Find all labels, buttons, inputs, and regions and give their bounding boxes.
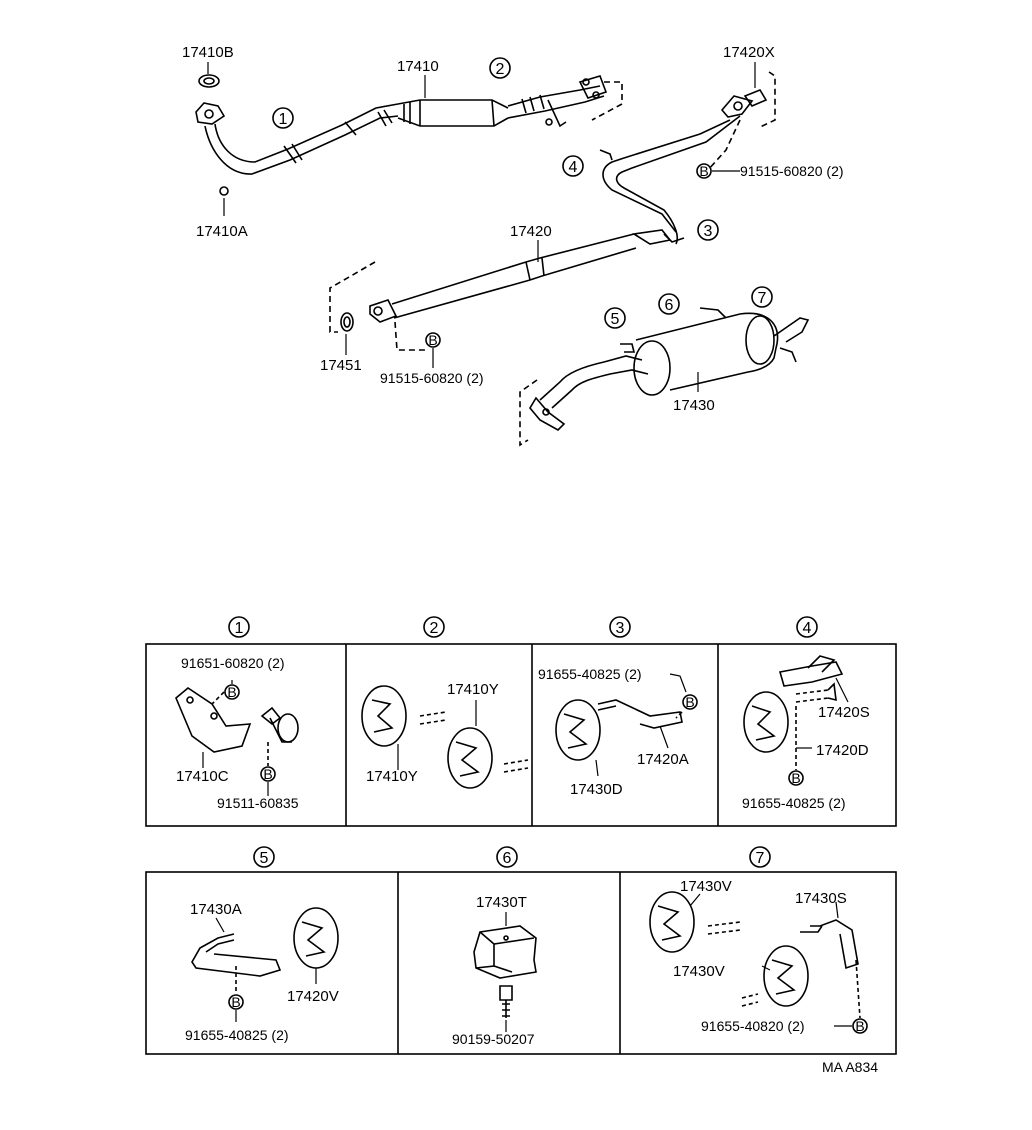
detail-number: 3 xyxy=(616,620,625,637)
detail-7-label-17430V-mid: 17430V xyxy=(673,963,725,980)
detail-header-5: 5 xyxy=(253,846,275,868)
part-label-17410B: 17410B xyxy=(182,44,234,61)
detail-1-bracket-drawing: B B xyxy=(175,680,299,796)
part-label-17451: 17451 xyxy=(320,357,362,374)
detail-6-label-90159: 90159-50207 xyxy=(452,1031,535,1047)
bolt-marker-letter: B xyxy=(685,694,694,710)
detail-header-4: 4 xyxy=(796,616,818,638)
front-pipe-drawing xyxy=(195,74,608,196)
callout-number: 7 xyxy=(758,290,767,307)
part-label-17420: 17420 xyxy=(510,223,552,240)
detail-2-label-17410Y-top: 17410Y xyxy=(447,681,499,698)
part-label-17410: 17410 xyxy=(397,58,439,75)
detail-row-2: 5 6 7 B 17430A 17420V 91655-40825 (2) xyxy=(145,846,897,1055)
detail-1-label-91511: 91511-60835 xyxy=(217,795,299,811)
bolt-marker-letter: B xyxy=(231,994,240,1010)
detail-number: 2 xyxy=(430,620,439,637)
detail-7-hanger-drawing: B xyxy=(649,891,868,1034)
detail-number: 6 xyxy=(503,850,512,867)
connector-dashes-top xyxy=(591,81,623,121)
part-label-17420X: 17420X xyxy=(723,44,775,61)
detail-row-1: 1 2 3 4 B B 91651-60820 (2) 17410C 91511… xyxy=(145,616,897,827)
detail-7-label-17430V-top: 17430V xyxy=(680,878,732,895)
callout-number: 2 xyxy=(496,61,505,78)
callout-number: 1 xyxy=(279,111,288,128)
detail-4-label-17420S: 17420S xyxy=(818,704,870,721)
detail-number: 4 xyxy=(803,620,812,637)
detail-3-label-91655: 91655-40825 (2) xyxy=(538,666,642,682)
part-label-17410A: 17410A xyxy=(196,223,248,240)
detail-number: 7 xyxy=(756,850,765,867)
connector-dashes-right xyxy=(329,71,776,351)
callout-3: 3 xyxy=(697,219,719,241)
detail-5-bracket-drawing: B xyxy=(191,907,339,1022)
callout-6: 6 xyxy=(658,293,680,315)
gasket-17420X-drawing xyxy=(743,89,768,107)
part-label-17430: 17430 xyxy=(673,397,715,414)
detail-4-label-17420D: 17420D xyxy=(816,742,869,759)
bolt-marker-top-right: B xyxy=(696,163,712,179)
detail-header-3: 3 xyxy=(609,616,631,638)
bolt-marker-letter: B xyxy=(428,332,437,348)
callout-5: 5 xyxy=(604,307,626,329)
detail-7-label-17430S: 17430S xyxy=(795,890,847,907)
detail-2-hanger-drawing xyxy=(361,685,529,789)
detail-header-6: 6 xyxy=(496,846,518,868)
detail-1-label-91651: 91651-60820 (2) xyxy=(181,655,285,671)
detail-3-label-17420A: 17420A xyxy=(637,751,689,768)
detail-4-label-91655: 91655-40825 (2) xyxy=(742,795,846,811)
detail-header-1: 1 xyxy=(228,616,250,638)
bolt-marker-letter: B xyxy=(227,684,236,700)
connector-dashes-muffler xyxy=(519,379,538,447)
callout-number: 5 xyxy=(611,311,620,328)
detail-4-hanger-drawing: B xyxy=(743,655,849,786)
bolt-marker-letter: B xyxy=(699,163,708,179)
detail-6-mount-drawing xyxy=(473,912,537,1032)
overview-leader-lines xyxy=(207,62,756,392)
callout-1: 1 xyxy=(272,107,294,129)
bolt-marker-letter: B xyxy=(263,766,272,782)
callout-number: 4 xyxy=(569,159,578,176)
detail-3-bracket-drawing: B xyxy=(555,673,698,777)
detail-7-label-91655: 91655-40820 (2) xyxy=(701,1018,805,1034)
callout-number: 3 xyxy=(704,223,713,240)
figure-code: MA A834 xyxy=(822,1059,878,1075)
bolt-marker-letter: B xyxy=(791,770,800,786)
detail-6-label-17430T: 17430T xyxy=(476,894,527,911)
detail-2-label-17410Y-bottom: 17410Y xyxy=(366,768,418,785)
callout-7: 7 xyxy=(751,286,773,308)
callout-2: 2 xyxy=(489,57,511,79)
bolt-marker-bottom-left: B xyxy=(425,332,441,348)
detail-5-label-17430A: 17430A xyxy=(190,901,242,918)
detail-3-label-17430D: 17430D xyxy=(570,781,623,798)
center-pipe-drawing xyxy=(340,95,754,332)
detail-5-label-17420V: 17420V xyxy=(287,988,339,1005)
detail-header-7: 7 xyxy=(749,846,771,868)
callout-4: 4 xyxy=(562,155,584,177)
detail-number: 5 xyxy=(260,850,269,867)
detail-1-label-17410C: 17410C xyxy=(176,768,229,785)
detail-header-2: 2 xyxy=(423,616,445,638)
part-label-91515-top: 91515-60820 (2) xyxy=(740,163,844,179)
callout-number: 6 xyxy=(665,297,674,314)
detail-5-label-91655: 91655-40825 (2) xyxy=(185,1027,289,1043)
part-label-91515-bottom: 91515-60820 (2) xyxy=(380,370,484,386)
bolt-marker-letter: B xyxy=(855,1018,864,1034)
overview-assembly: B B 1 2 3 4 5 6 7 17410B 17410 17410A 17… xyxy=(182,44,844,447)
detail-number: 1 xyxy=(235,620,244,637)
muffler-drawing xyxy=(529,307,810,431)
